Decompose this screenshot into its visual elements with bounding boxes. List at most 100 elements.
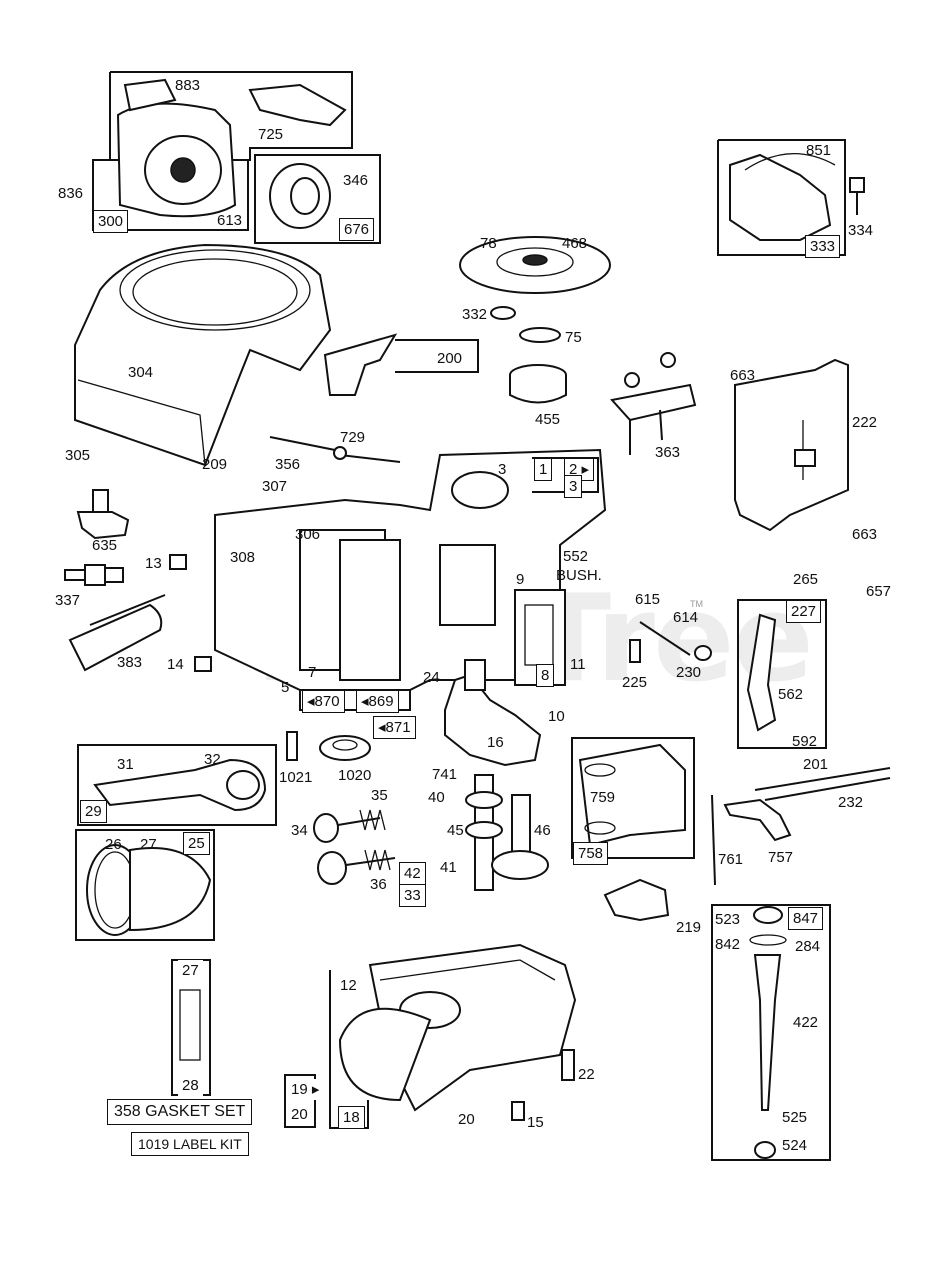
callout-232: 232: [838, 794, 864, 811]
callout-3-top: 3: [498, 461, 507, 478]
blower-housing-part: [74, 243, 332, 467]
box-227: 227: [786, 600, 822, 623]
box-758: 758: [573, 842, 609, 865]
callout-741: 741: [432, 766, 458, 783]
pin-1021-part: [286, 731, 298, 761]
callout-615: 615: [635, 591, 661, 608]
callout-1021: 1021: [279, 769, 313, 786]
fuel-line-part: [269, 436, 401, 463]
callout-363: 363: [655, 444, 681, 461]
governor-bracket-part: [610, 352, 697, 455]
box-19-20-frame: [284, 1074, 316, 1128]
box-33: 33: [399, 884, 426, 907]
box-870: ◂870: [302, 690, 345, 713]
callout-12: 12: [340, 977, 357, 994]
callout-32: 32: [204, 751, 221, 768]
callout-16: 16: [487, 734, 504, 751]
camshaft-part: [465, 774, 503, 891]
callout-525: 525: [782, 1109, 808, 1126]
callout-657: 657: [866, 583, 892, 600]
callout-78: 78: [480, 235, 497, 252]
callout-201: 201: [803, 756, 829, 773]
callout-337: 337: [55, 592, 81, 609]
callout-306: 306: [295, 526, 321, 543]
exhaust-pipe-part: [68, 594, 166, 672]
governor-219-part: [603, 878, 670, 922]
callout-883: 883: [175, 77, 201, 94]
callout-45: 45: [447, 822, 464, 839]
box-200: 200: [433, 348, 467, 369]
callout-851: 851: [806, 142, 832, 159]
plug-15-part: [511, 1101, 525, 1121]
callout-346: 346: [343, 172, 369, 189]
mechanical-governor-frame: [571, 737, 695, 859]
cylinder-block-part: [214, 448, 607, 691]
breather-part: [76, 511, 130, 540]
link-201-part: [754, 767, 891, 791]
callout-332: 332: [462, 306, 488, 323]
callout-230: 230: [676, 664, 702, 681]
governor-link-part: [629, 639, 641, 663]
callout-75: 75: [565, 329, 582, 346]
callout-40: 40: [428, 789, 445, 806]
box-18: 18: [338, 1106, 365, 1129]
callout-7: 7: [308, 664, 317, 681]
callout-729: 729: [340, 429, 366, 446]
callout-34: 34: [291, 822, 308, 839]
callout-225: 225: [622, 674, 648, 691]
box-8: 8: [536, 664, 555, 687]
callout-836: 836: [58, 185, 84, 202]
screw-13-part: [169, 554, 187, 570]
callout-14: 14: [167, 656, 184, 673]
callout-842: 842: [715, 936, 741, 953]
callout-635: 635: [92, 537, 118, 554]
muffler-part: [116, 78, 237, 218]
callout-222: 222: [852, 414, 878, 431]
callout-304: 304: [128, 364, 154, 381]
callout-209: 209: [202, 456, 228, 473]
callout-41: 41: [440, 859, 457, 876]
callout-1020: 1020: [338, 767, 372, 784]
box-333: 333: [805, 235, 841, 258]
callout-11: 11: [570, 656, 586, 673]
callout-27-piston: 27: [140, 836, 157, 853]
callout-265: 265: [793, 571, 819, 588]
air-guide-part: [323, 333, 479, 396]
bracket-part: [248, 83, 347, 127]
callout-523: 523: [715, 911, 741, 928]
lever-757-part: [723, 798, 792, 842]
callout-562: 562: [778, 686, 804, 703]
box-676: 676: [339, 218, 375, 241]
callout-552: 552: [563, 548, 589, 565]
callout-524: 524: [782, 1137, 808, 1154]
callout-663-bottom: 663: [852, 526, 878, 543]
trademark-mark: TM: [690, 599, 703, 609]
callout-31: 31: [117, 756, 134, 773]
callout-383: 383: [117, 654, 143, 671]
control-plate-part: [734, 358, 849, 532]
governor-shaft-part: [639, 621, 691, 656]
callout-10: 10: [548, 708, 565, 725]
connecting-rod-frame: [77, 744, 277, 826]
piston-frame: [75, 829, 215, 941]
callout-759: 759: [590, 789, 616, 806]
bolt-22-part: [561, 1049, 575, 1081]
callout-663-top: 663: [730, 367, 756, 384]
box-2: 2 ▸: [564, 458, 595, 481]
callout-219: 219: [676, 919, 702, 936]
washer-part: [519, 327, 561, 343]
callout-468: 468: [562, 235, 588, 252]
gasket-set-label: 358 GASKET SET: [107, 1099, 253, 1125]
callout-422: 422: [793, 1014, 819, 1031]
link-232-part: [764, 777, 891, 801]
gear-1020-part: [319, 735, 371, 761]
callout-757: 757: [768, 849, 794, 866]
valve-36-part: [317, 849, 396, 885]
nut-part: [490, 306, 516, 320]
screw-14-part: [194, 656, 212, 672]
label-kit-label: 1019 LABEL KIT: [131, 1132, 249, 1156]
callout-725: 725: [258, 126, 284, 143]
callout-36: 36: [370, 876, 387, 893]
cam-gear-part: [491, 794, 549, 880]
box-869: ◂869: [356, 690, 399, 713]
